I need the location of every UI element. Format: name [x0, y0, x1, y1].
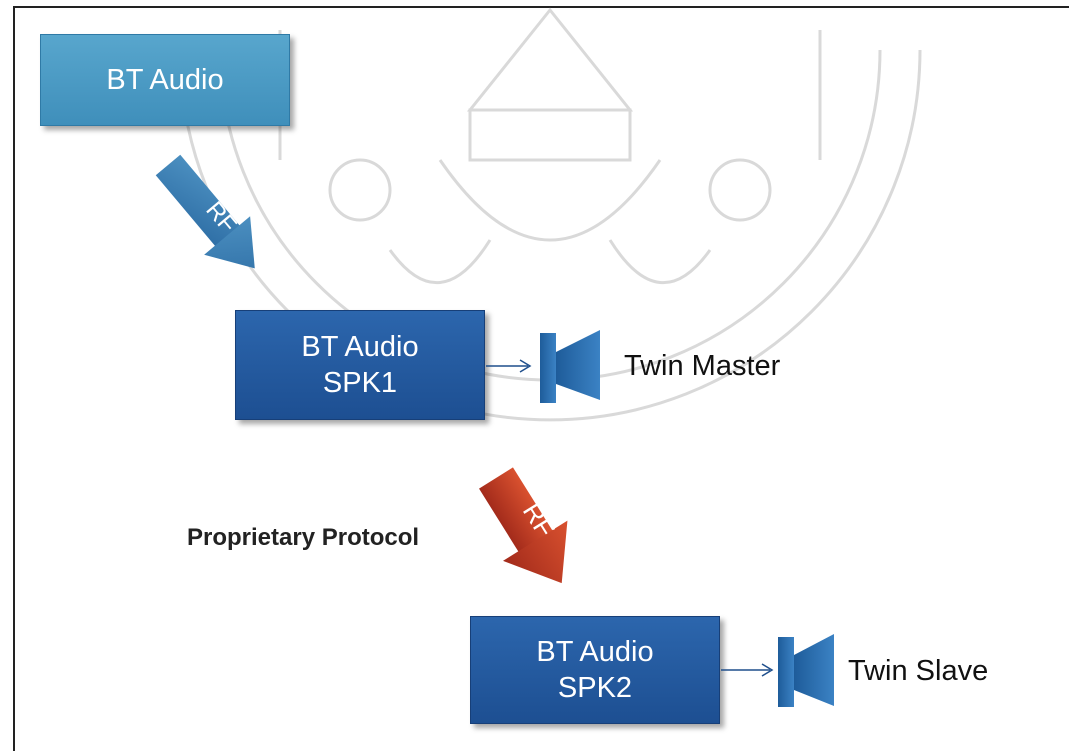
spk1-line1: BT Audio: [301, 331, 419, 363]
spk2-box: BT Audio SPK2: [470, 616, 720, 724]
twin-slave-label: Twin Slave: [848, 655, 989, 687]
rf-arrow-bottom: [479, 467, 568, 584]
spk2-connector-arrow: [721, 663, 774, 677]
spk1-connector-arrow: [486, 359, 532, 373]
rf-arrow-top: [155, 154, 255, 269]
spk2-line2: SPK2: [557, 672, 633, 704]
speaker-icon-slave: [778, 634, 834, 707]
source-bt-audio-box: BT Audio: [40, 34, 290, 126]
speaker-icon-master: [540, 330, 600, 403]
diagram-frame: [13, 6, 1069, 751]
twin-master-label: Twin Master: [624, 350, 781, 382]
spk1-box: BT Audio SPK1: [235, 310, 485, 420]
protocol-label: Proprietary Protocol: [187, 524, 420, 551]
spk1-line2: SPK1: [322, 367, 398, 399]
source-box-label: BT Audio: [106, 64, 224, 96]
spk2-line1: BT Audio: [536, 636, 654, 668]
